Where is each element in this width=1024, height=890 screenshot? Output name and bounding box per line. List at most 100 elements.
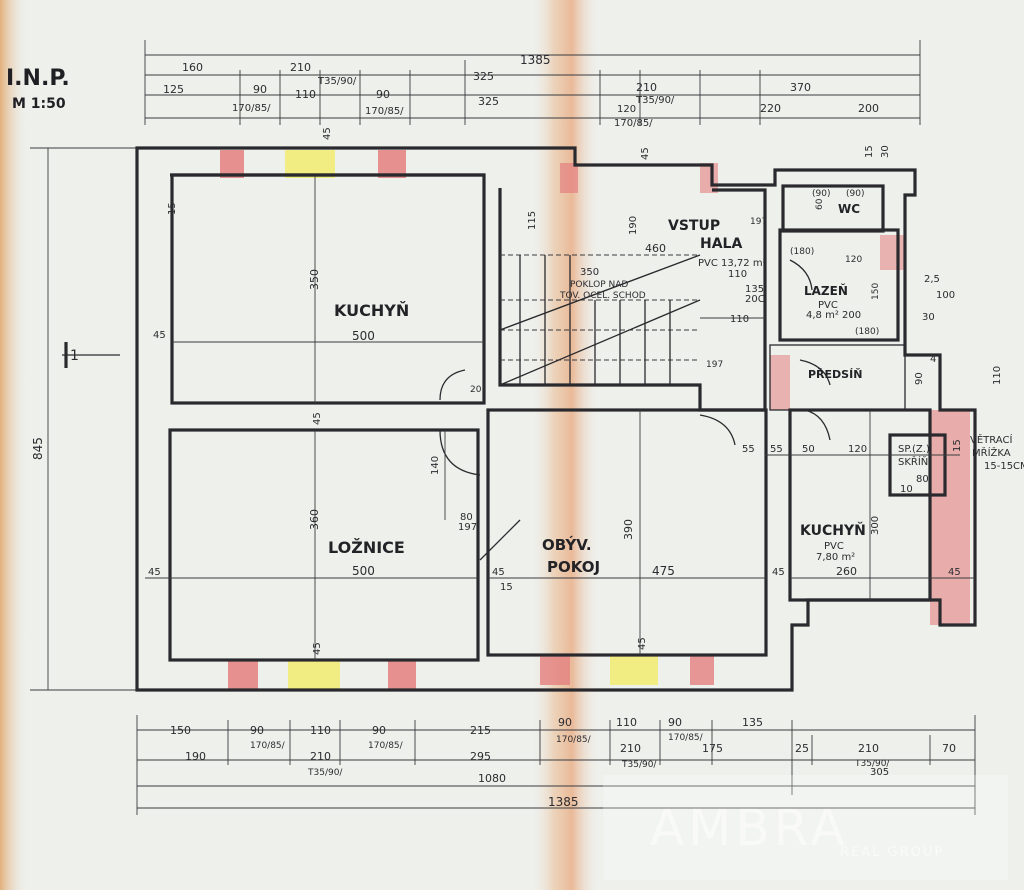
- room-kuchyn-label: KUCHYŇ: [334, 301, 409, 320]
- svg-text:190: 190: [628, 216, 639, 235]
- svg-text:160: 160: [182, 61, 203, 74]
- room-loznice-length: 500: [352, 564, 375, 578]
- section-marker-label: 1: [70, 348, 79, 364]
- room-kuchyn-outline: [170, 173, 486, 405]
- svg-text:1080: 1080: [478, 772, 506, 785]
- room-vstup-area: PVC 13,72 m²: [698, 258, 767, 269]
- svg-text:175: 175: [702, 742, 723, 755]
- svg-text:60: 60: [815, 198, 825, 210]
- svg-text:(90): (90): [846, 189, 864, 199]
- svg-text:197: 197: [750, 217, 767, 227]
- svg-text:15: 15: [952, 439, 963, 452]
- svg-text:T35/90/: T35/90/: [635, 95, 675, 106]
- stair-note-line2: POKLOP NAD: [570, 280, 628, 290]
- svg-text:110: 110: [616, 716, 637, 729]
- svg-text:50: 50: [802, 444, 815, 455]
- svg-text:115: 115: [527, 211, 538, 230]
- svg-text:170/85/: 170/85/: [368, 741, 404, 751]
- vent-grille-note-line2: MŘÍŽKA: [972, 446, 1011, 459]
- room-predsin-label: PŘEDSÍŇ: [808, 368, 862, 381]
- svg-text:55: 55: [770, 444, 783, 455]
- room-loznice-label: LOŽNICE: [328, 538, 405, 557]
- room-lazen-area: 4,8 m²: [806, 310, 839, 321]
- svg-text:80: 80: [460, 512, 473, 523]
- svg-text:15: 15: [167, 202, 178, 215]
- svg-text:110: 110: [992, 366, 1003, 385]
- plan-floor-label: I.N.P.: [6, 66, 70, 91]
- svg-text:10: 10: [900, 484, 913, 495]
- plan-scale-label: M 1:50: [12, 96, 66, 112]
- vent-grille-note-line1: VĚTRACÍ: [970, 433, 1012, 446]
- stair-note-line3: TOV. OCEL. SCHOD: [559, 291, 646, 301]
- svg-text:T35/90/: T35/90/: [307, 768, 343, 778]
- svg-text:100: 100: [936, 290, 955, 301]
- svg-text:30: 30: [922, 312, 935, 323]
- svg-text:45: 45: [772, 567, 785, 578]
- svg-text:210: 210: [620, 742, 641, 755]
- bottom-row3-dimensions: 1080 305: [478, 767, 889, 785]
- svg-text:170/85/: 170/85/: [668, 733, 704, 743]
- svg-text:210: 210: [310, 750, 331, 763]
- svg-text:135: 135: [742, 716, 763, 729]
- svg-text:T35/90/: T35/90/: [317, 76, 357, 87]
- staircase: [499, 254, 701, 386]
- svg-text:20: 20: [470, 385, 482, 395]
- window-openings: [220, 150, 970, 690]
- svg-text:25: 25: [795, 742, 809, 755]
- room-loznice-depth: 360: [308, 509, 321, 530]
- svg-text:45: 45: [640, 147, 651, 160]
- misc-dimensions: 45 45 45 45 45 45 45 45 45 45 15 15 140 …: [148, 127, 1003, 655]
- svg-text:120: 120: [845, 255, 862, 265]
- room-skrin-outline: [888, 433, 947, 497]
- bottom-row2-dimensions: 190 210 T35/90/ 295 210 T35/90/ 175 25 2…: [185, 742, 956, 778]
- ambra-watermark: AMBRA REAL GROUP: [603, 775, 1008, 880]
- svg-text:90: 90: [376, 88, 390, 101]
- svg-text:110: 110: [730, 314, 749, 325]
- svg-text:90: 90: [253, 83, 267, 96]
- svg-text:170/85/: 170/85/: [365, 106, 404, 117]
- room-kuchyn2-depth: 300: [870, 516, 881, 535]
- room-kuchyn2-floor: PVC: [824, 541, 844, 552]
- svg-text:90: 90: [372, 724, 386, 737]
- svg-text:370: 370: [790, 81, 811, 94]
- svg-text:90: 90: [250, 724, 264, 737]
- svg-text:30: 30: [880, 145, 891, 158]
- room-predsin-outline: [769, 344, 906, 411]
- bottom-dimension-lines: [136, 715, 976, 815]
- door-swings: [439, 259, 831, 561]
- svg-text:90: 90: [914, 372, 925, 385]
- room-obyvak-depth: 390: [622, 519, 635, 540]
- room-skrin-label-line1: SP.(Z.): [898, 444, 930, 455]
- svg-text:325: 325: [473, 70, 494, 83]
- svg-text:120: 120: [848, 444, 867, 455]
- svg-text:140: 140: [430, 456, 441, 475]
- svg-text:T35/90/: T35/90/: [854, 759, 890, 769]
- svg-text:(180): (180): [855, 327, 879, 337]
- svg-text:55: 55: [742, 444, 755, 455]
- room-lazen-size: 200: [842, 310, 861, 321]
- svg-text:70: 70: [942, 742, 956, 755]
- room-wc-label: WC: [838, 202, 860, 216]
- svg-text:(180): (180): [790, 247, 814, 257]
- paper-fold-stain: [530, 0, 600, 890]
- room-kuchyn2-length: 260: [836, 565, 857, 578]
- room-skrin-label-line2: SKŘÍŇ: [898, 455, 928, 468]
- svg-text:(90): (90): [812, 189, 830, 199]
- svg-text:110: 110: [295, 88, 316, 101]
- svg-text:170/85/: 170/85/: [250, 741, 286, 751]
- top-row1-dimensions: 160 210 T35/90/ 325 210 370: [182, 61, 811, 94]
- svg-text:325: 325: [478, 95, 499, 108]
- watermark-tagline: REAL GROUP: [840, 845, 944, 860]
- svg-text:45: 45: [312, 642, 323, 655]
- room-kuchyn-length: 500: [352, 329, 375, 343]
- svg-text:170/85/: 170/85/: [232, 103, 271, 114]
- top-row2-dimensions: 125 90 170/85/ 110 90 170/85/ 325 120 T3…: [163, 83, 879, 129]
- svg-text:190: 190: [185, 750, 206, 763]
- section-marker: 1: [62, 342, 120, 368]
- svg-text:90: 90: [668, 716, 682, 729]
- watermark-brand: AMBRA: [650, 799, 849, 857]
- svg-text:210: 210: [636, 81, 657, 94]
- room-obyvak-length: 475: [652, 564, 675, 578]
- svg-text:110: 110: [728, 269, 747, 280]
